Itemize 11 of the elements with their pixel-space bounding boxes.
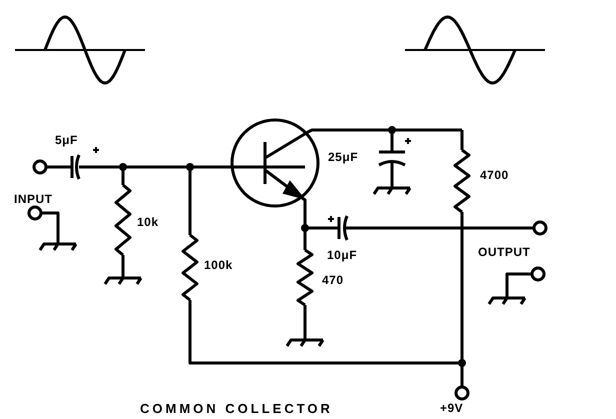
component-label: INPUT (14, 193, 52, 205)
component-label: 10k (137, 216, 159, 228)
component-label: OUTPUT (478, 246, 530, 258)
caption: COMMON COLLECTOR (140, 402, 333, 415)
component-label: 470 (322, 274, 344, 286)
component-label: 4700 (480, 169, 509, 181)
component-label: 100k (204, 259, 233, 271)
component-label: +9V (440, 402, 464, 414)
component-label: 5μF (55, 134, 78, 146)
component-label: 25μF (328, 151, 358, 163)
component-label: 10μF (327, 249, 358, 261)
